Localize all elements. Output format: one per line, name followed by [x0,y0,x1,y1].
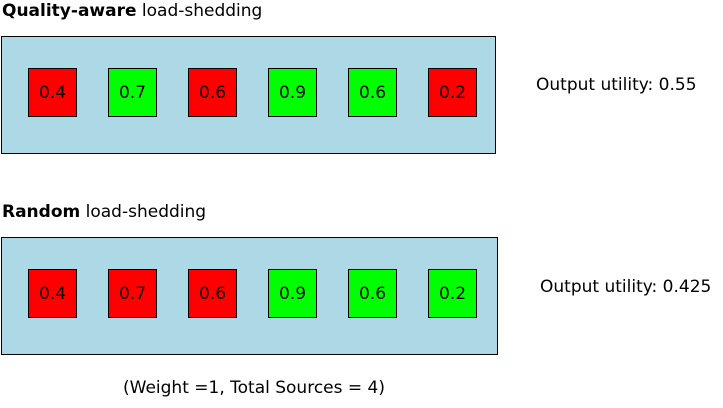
parameters-footnote: (Weight =1, Total Sources = 4) [123,378,385,398]
strategy-suffix: load-shedding [80,202,207,222]
source-box: 0.7 [108,269,157,318]
output-utility-quality-aware: Output utility: 0.55 [536,75,697,95]
source-box: 0.9 [268,68,317,117]
source-panel-random: 0.4 0.7 0.6 0.9 0.6 0.2 [1,237,498,355]
strategy-name: Quality-aware [2,1,137,21]
source-box: 0.6 [188,68,237,117]
source-box: 0.4 [28,269,77,318]
source-box: 0.7 [108,68,157,117]
source-box: 0.4 [28,68,77,117]
strategy-name: Random [2,202,81,222]
source-box: 0.6 [348,68,397,117]
source-box: 0.2 [428,269,477,318]
source-box: 0.9 [268,269,317,318]
source-box: 0.6 [348,269,397,318]
section-title-random: Random load-shedding [2,202,206,222]
source-panel-quality-aware: 0.4 0.7 0.6 0.9 0.6 0.2 [1,36,496,154]
output-utility-random: Output utility: 0.425 [540,277,712,297]
strategy-suffix: load-shedding [136,1,263,21]
source-box: 0.2 [428,68,477,117]
section-title-quality-aware: Quality-aware load-shedding [2,1,262,21]
source-box: 0.6 [188,269,237,318]
